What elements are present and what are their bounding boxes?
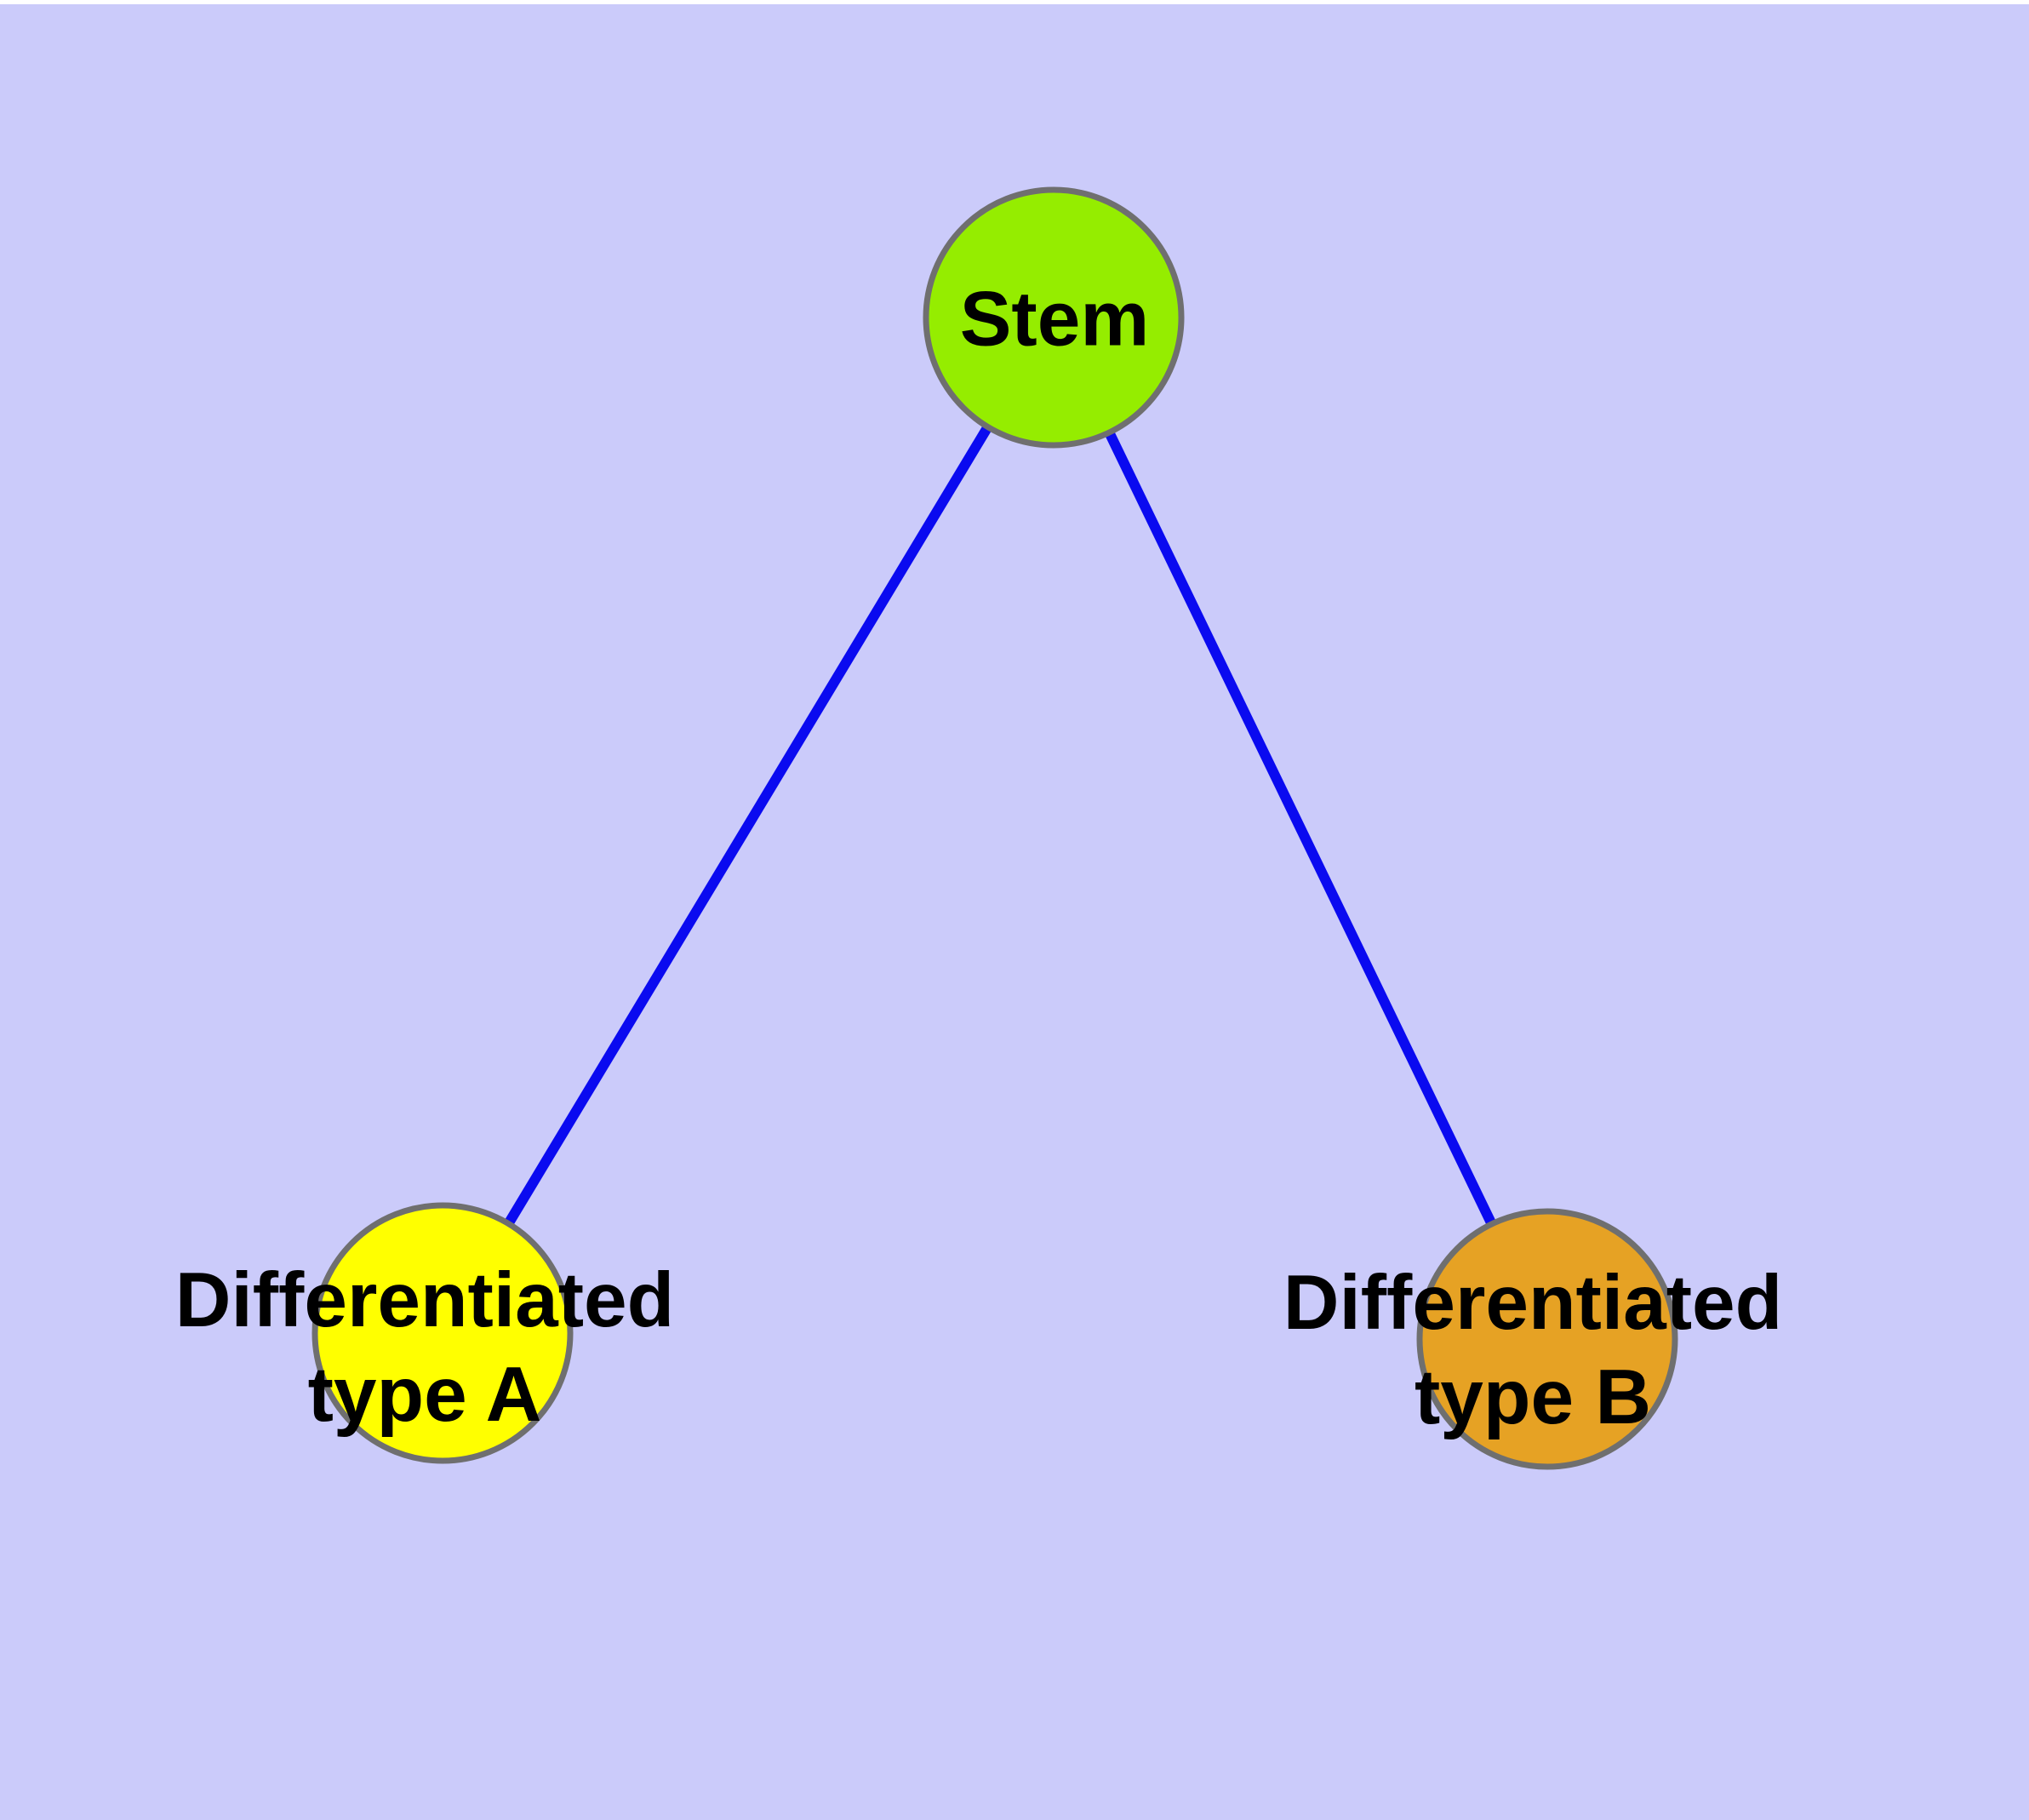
edge-stem-to-type-a	[437, 314, 1059, 1336]
node-differentiated-type-b-label: Differentiated type B	[1283, 1259, 1783, 1440]
edge-stem-to-type-b	[1049, 315, 1552, 1342]
node-stem	[923, 186, 1185, 449]
node-differentiated-type-a	[311, 1202, 574, 1464]
top-edge-strip	[0, 0, 2029, 4]
node-differentiated-type-b	[1416, 1208, 1678, 1470]
node-stem-label: Stem	[959, 276, 1150, 363]
node-differentiated-type-a-label: Differentiated type A	[174, 1256, 675, 1438]
